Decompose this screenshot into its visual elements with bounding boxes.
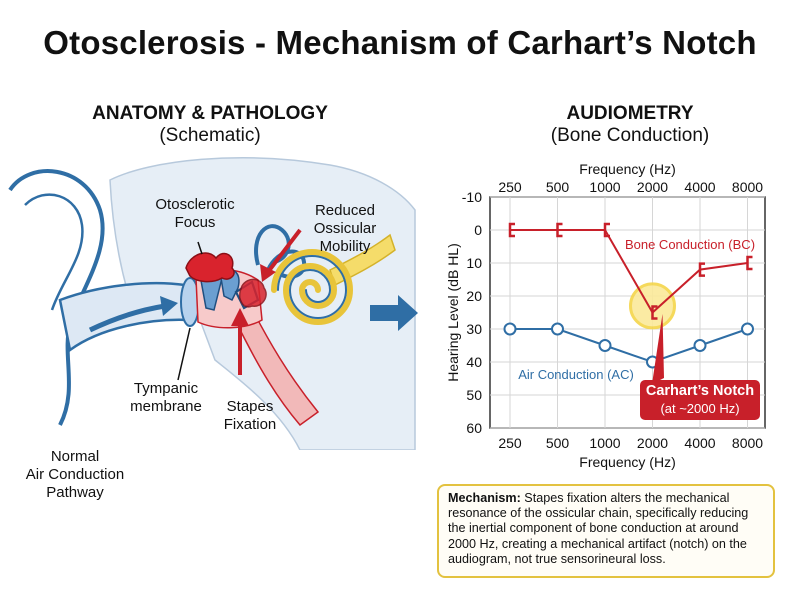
- transition-arrow-shaft: [370, 305, 400, 321]
- cochlea: [271, 249, 354, 325]
- x-tick-bottom-5: 8000: [732, 435, 763, 451]
- series-label-bc: Bone Conduction (BC): [625, 237, 755, 252]
- series-1-point-4: [693, 339, 707, 352]
- y-tick-label-0: -10: [462, 189, 482, 205]
- mechanism-label: Mechanism:: [448, 491, 521, 505]
- series-label-ac: Air Conduction (AC): [518, 367, 634, 382]
- anatomy-heading-title: ANATOMY & PATHOLOGY: [92, 103, 328, 124]
- carharts-notch-subtitle: (at ~2000 Hz): [660, 401, 740, 416]
- x-axis-title: Frequency (Hz): [579, 454, 675, 470]
- y-axis-title: Hearing Level (dB HL): [445, 243, 461, 382]
- x-tick-top-0: 250: [498, 179, 522, 195]
- pinna-outer: [8, 169, 105, 426]
- audiometry-heading: AUDIOMETRY (Bone Conduction): [480, 103, 780, 147]
- anatomy-heading: ANATOMY & PATHOLOGY (Schematic): [60, 103, 360, 147]
- series-0-point-0: [508, 222, 515, 238]
- air-pathway-arrowhead: [160, 296, 178, 316]
- label-otosclerotic-focus: Otosclerotic Focus: [140, 196, 250, 232]
- series-0-point-4: [698, 262, 705, 277]
- x-tick-bottom-1: 500: [546, 435, 570, 451]
- x-tick-bottom-3: 2000: [637, 435, 668, 451]
- series-0-point-1: [556, 222, 563, 238]
- x-tick-top-3: 2000: [637, 179, 668, 195]
- label-stapes-line1: Stapes: [226, 398, 274, 415]
- label-tympanic-line1: Tympanic: [133, 380, 199, 397]
- label-reduced-mobility-line3: Mobility: [319, 238, 371, 255]
- label-tympanic-line2: membrane: [130, 398, 202, 415]
- series-line-1: [510, 328, 748, 364]
- x-tick-top-5: 8000: [732, 179, 763, 195]
- y-tick-label-3: 20: [466, 288, 482, 304]
- focus-leader: [197, 241, 203, 255]
- transition-arrow-head: [398, 295, 418, 331]
- y-tick-label-5: 40: [466, 354, 482, 370]
- y-tick-label-2: 10: [466, 255, 482, 271]
- series-0-point-3: [651, 305, 658, 320]
- label-normal-line1: Normal: [50, 448, 100, 465]
- label-otosclerotic-focus-line2: Focus: [174, 214, 216, 231]
- mechanism-box: Mechanism: Stapes fixation alters the me…: [437, 484, 775, 578]
- label-stapes-fixation: Stapes Fixation: [210, 398, 290, 434]
- stapes-focus-shape: [239, 278, 267, 308]
- series-line-0: [510, 229, 748, 315]
- label-normal-line3: Pathway: [46, 484, 104, 501]
- x-tick-top-2: 1000: [589, 179, 620, 195]
- x-axis-top-title: Frequency (Hz): [579, 161, 675, 177]
- y-tick-label-6: 50: [466, 387, 482, 403]
- series-1-point-0: [503, 322, 517, 336]
- x-tick-bottom-4: 4000: [684, 435, 715, 451]
- notch-pointer: [652, 313, 664, 384]
- series-0-point-2: [603, 222, 610, 238]
- series-1-point-1: [551, 322, 564, 336]
- semicircular-canal-1: [254, 224, 291, 266]
- x-tick-top-1: 500: [546, 179, 570, 195]
- series-1-point-2: [598, 339, 612, 352]
- stapes-arrowhead: [231, 308, 249, 326]
- series-0-point-5: [746, 255, 753, 271]
- air-pathway-arrow: [88, 303, 166, 333]
- label-reduced-mobility: Reduced Ossicular Mobility: [290, 202, 400, 256]
- label-stapes-line2: Fixation: [223, 416, 277, 433]
- y-tick-label-4: 30: [466, 321, 482, 337]
- x-tick-bottom-0: 250: [498, 435, 522, 451]
- otosclerotic-focus-shape: [185, 252, 235, 283]
- carharts-notch-callout: Carhart’s Notch (at ~2000 Hz): [640, 380, 760, 420]
- label-normal-pathway: Normal Air Conduction Pathway: [10, 448, 140, 502]
- carharts-notch-title: Carhart’s Notch: [645, 383, 755, 399]
- tympanic-leader: [177, 327, 191, 381]
- ear-anatomy-schematic: [8, 157, 418, 450]
- page-title: Otosclerosis - Mechanism of Carhart’s No…: [43, 24, 757, 61]
- eustachian-tube: [228, 304, 320, 427]
- x-tick-top-4: 4000: [684, 179, 715, 195]
- y-tick-label-1: 0: [474, 222, 482, 238]
- anatomy-heading-sub: (Schematic): [159, 125, 261, 146]
- label-otosclerotic-focus-line1: Otosclerotic: [155, 196, 235, 213]
- label-reduced-mobility-line1: Reduced: [314, 202, 376, 219]
- label-reduced-mobility-line2: Ossicular: [313, 220, 377, 237]
- focus-arrow: [266, 228, 302, 274]
- mechanism-text: Stapes fixation alters the mechanical re…: [448, 491, 749, 566]
- pinna-inner: [24, 193, 84, 311]
- audiometry-heading-sub: (Bone Conduction): [550, 125, 710, 146]
- y-tick-label-7: 60: [466, 420, 482, 436]
- series-1-point-5: [741, 322, 754, 336]
- audiometry-heading-title: AUDIOMETRY: [566, 103, 694, 124]
- x-tick-bottom-2: 1000: [589, 435, 620, 451]
- focus-arrowhead: [260, 264, 276, 282]
- label-normal-line2: Air Conduction: [25, 466, 125, 483]
- label-tympanic-membrane: Tympanic membrane: [116, 380, 216, 416]
